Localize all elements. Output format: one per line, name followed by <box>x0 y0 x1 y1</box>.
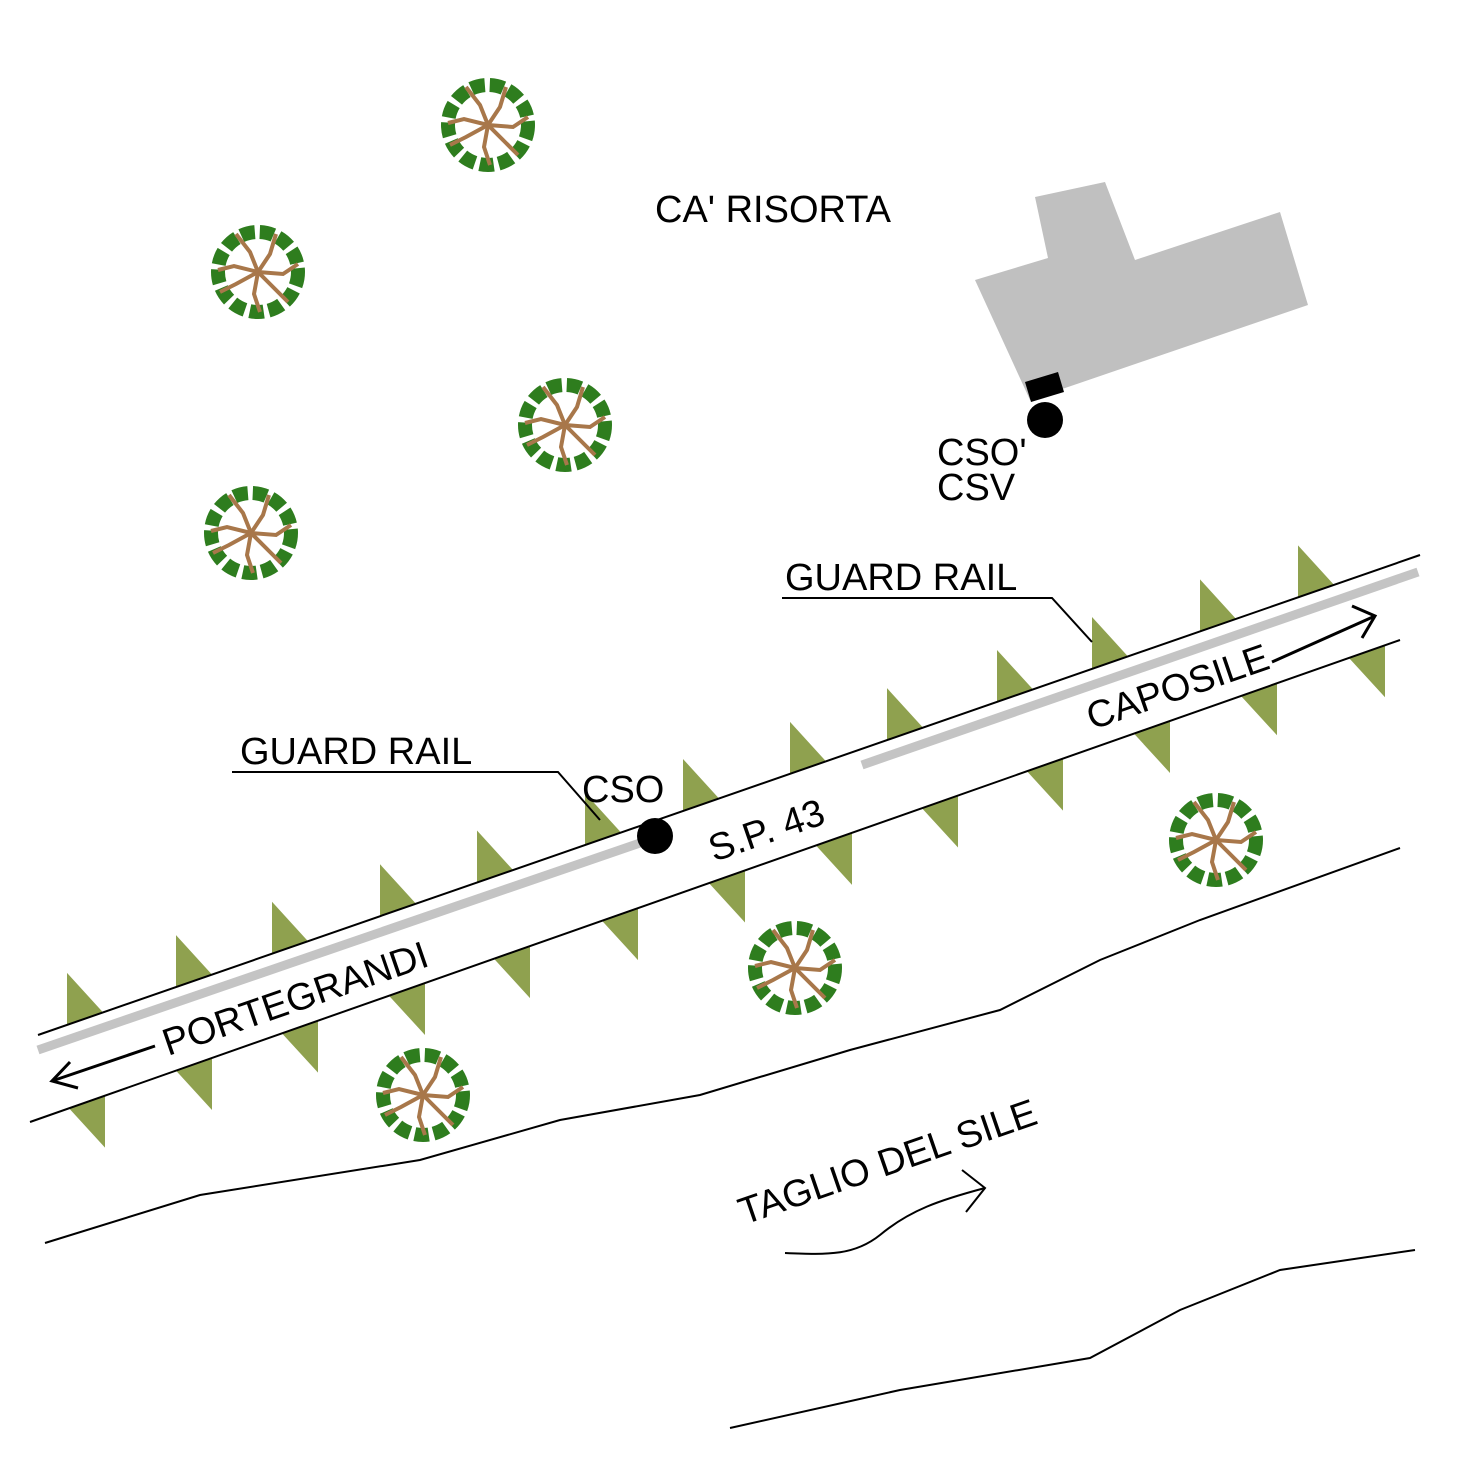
roadside-vegetation <box>67 545 1385 1148</box>
vegetation-marker <box>816 832 852 885</box>
vegetation-marker <box>176 1057 212 1110</box>
vegetation-marker <box>389 983 425 1036</box>
building-connection <box>1025 372 1064 402</box>
vegetation-marker <box>1092 616 1128 669</box>
vegetation-marker <box>1027 758 1063 811</box>
arrow-west-icon <box>49 1044 156 1090</box>
vegetation-marker <box>69 1095 105 1148</box>
vegetation-marker <box>922 795 958 848</box>
vegetation-marker <box>494 946 530 999</box>
tree-icon <box>755 928 835 1008</box>
guard-rail-leader-upper <box>782 597 1093 643</box>
vegetation-marker <box>790 721 826 774</box>
road-edge-north <box>37 554 1421 1036</box>
tree-icon <box>218 232 298 312</box>
vegetation-marker <box>282 1020 318 1073</box>
tree-icon <box>383 1055 463 1135</box>
river-flow-arrow-icon <box>784 1169 987 1255</box>
vegetation-marker <box>709 870 745 923</box>
vegetation-marker <box>1134 720 1170 773</box>
tree-icon <box>448 85 528 165</box>
cso-point-building-icon <box>1027 402 1063 438</box>
guard-rail-label-upper: GUARD RAIL <box>785 557 1017 599</box>
vegetation-marker <box>67 972 103 1025</box>
tree-icon <box>211 493 291 573</box>
tree-icon <box>525 385 605 465</box>
vegetation-marker <box>380 864 416 917</box>
cso-point-road-icon <box>637 818 673 854</box>
tree-icon <box>1176 800 1256 880</box>
road-name-label: S.P. 43 <box>703 792 830 871</box>
building-icon <box>975 182 1308 400</box>
vegetation-marker <box>585 793 621 846</box>
vegetation-marker <box>272 901 308 954</box>
vegetation-marker <box>683 758 719 811</box>
vegetation-marker <box>602 908 638 961</box>
vegetation-marker <box>1349 645 1385 698</box>
vegetation-marker <box>176 935 212 988</box>
cso-road-label: CSO <box>582 769 664 811</box>
guard-rail-east <box>860 567 1420 770</box>
cso-building-label: CSO' <box>937 432 1027 474</box>
vegetation-marker <box>1200 579 1236 632</box>
vegetation-marker <box>997 649 1033 702</box>
river-bank-north <box>44 847 1401 1244</box>
guard-rail-label-lower: GUARD RAIL <box>240 731 472 773</box>
river-label: TAGLIO DEL SILE <box>733 1092 1042 1233</box>
road-edge-south <box>29 639 1401 1123</box>
vegetation-marker <box>1298 545 1334 598</box>
river-bank-south <box>729 1249 1416 1429</box>
guard-rail-west <box>36 838 642 1055</box>
vegetation-marker <box>1241 683 1277 736</box>
arrow-east-icon <box>1271 604 1378 664</box>
vegetation-marker <box>477 830 513 883</box>
place-label: CA' RISORTA <box>655 189 892 231</box>
vegetation-marker <box>887 688 923 741</box>
guard-rail-leader-lower <box>232 771 601 821</box>
csv-building-label: CSV <box>937 467 1016 509</box>
